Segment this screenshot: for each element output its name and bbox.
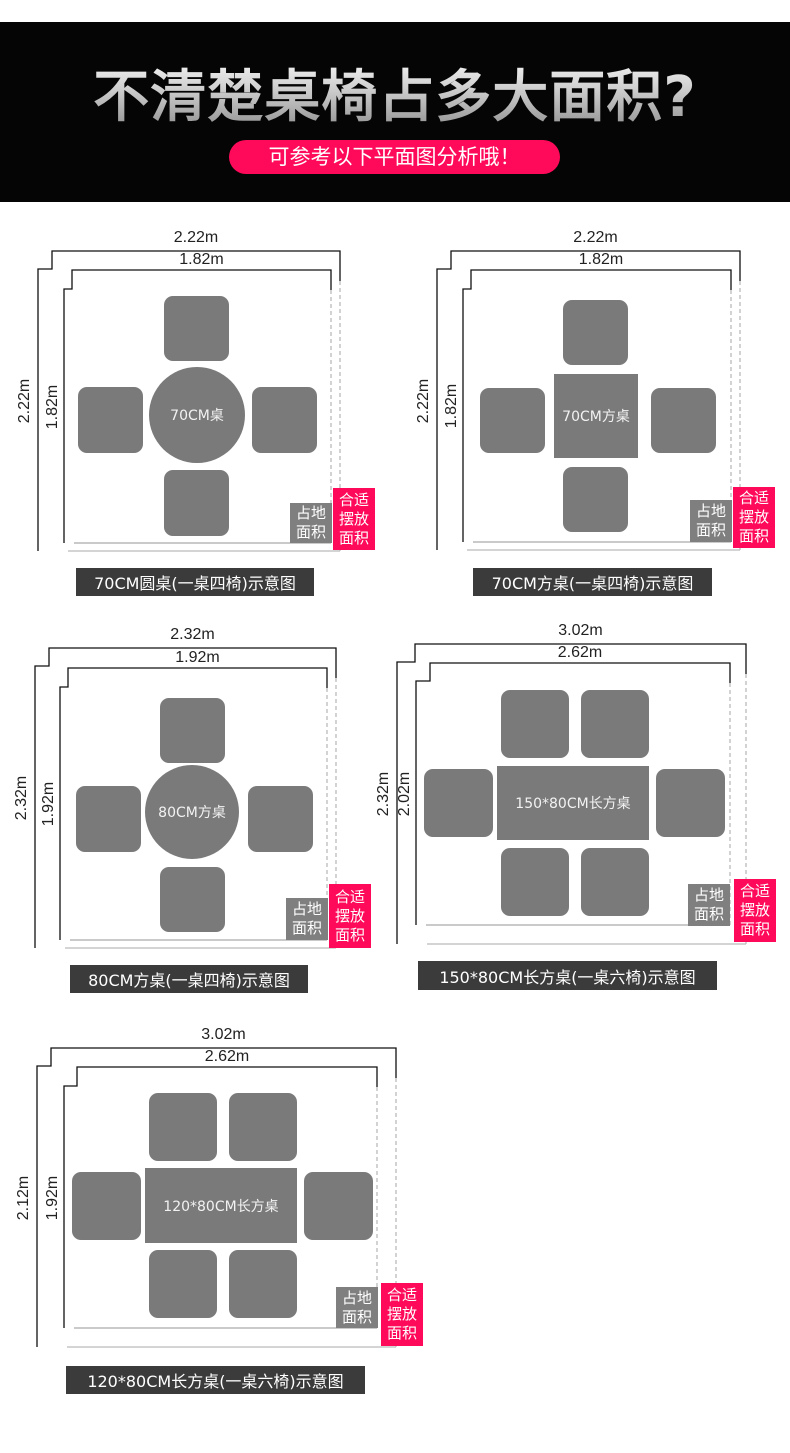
suitable-area-tag: 合适 摆放 面积 — [333, 488, 375, 550]
chair — [252, 387, 317, 453]
inner-width-label: 1.82m — [578, 251, 624, 268]
chair — [563, 300, 628, 365]
outer-height-label: 2.12m — [15, 1175, 32, 1220]
outer-width-label: 3.02m — [558, 622, 603, 639]
footprint-area-tag: 占地 面积 — [290, 503, 332, 543]
suitable-area-tag: 合适 摆放 面积 — [329, 884, 371, 948]
chair — [149, 1250, 217, 1318]
dining-table: 80CM方桌 — [145, 765, 239, 859]
chair — [78, 387, 143, 453]
chair — [563, 467, 628, 532]
diagram-caption: 70CM方桌(一桌四椅)示意图 — [473, 568, 712, 596]
chair — [160, 698, 225, 763]
outer-height-label: 2.22m — [415, 378, 432, 423]
outer-width-label: 2.32m — [170, 626, 215, 643]
suitable-area-tag: 合适 摆放 面积 — [734, 879, 776, 942]
chair — [656, 769, 725, 837]
chair — [480, 388, 545, 453]
inner-boundary-line — [59, 667, 328, 940]
inner-boundary-line — [63, 269, 332, 543]
chair — [164, 296, 229, 361]
outer-width-label: 2.22m — [173, 229, 219, 246]
footprint-area-tag: 占地 面积 — [690, 500, 732, 542]
chair — [164, 470, 229, 536]
outer-height-label: 2.32m — [13, 775, 30, 821]
suitable-area-tag: 合适 摆放 面积 — [381, 1283, 423, 1346]
outer-boundary-line — [37, 250, 341, 551]
outer-height-label: 2.22m — [16, 378, 33, 424]
outer-boundary-line — [34, 647, 337, 948]
outer-boundary-line — [36, 1047, 397, 1347]
chair — [229, 1093, 297, 1161]
subtitle-badge: 可参考以下平面图分析哦！ — [229, 140, 560, 174]
inner-height-label: 1.92m — [40, 781, 57, 827]
diagram-caption: 70CM圆桌(一桌四椅)示意图 — [76, 568, 314, 596]
chair — [581, 848, 649, 916]
diagram-caption: 120*80CM长方桌(一桌六椅)示意图 — [66, 1366, 365, 1394]
chair — [160, 867, 225, 932]
inner-boundary-line — [462, 269, 732, 542]
chair — [229, 1250, 297, 1318]
chair — [581, 690, 649, 758]
outer-boundary-line — [436, 250, 741, 550]
dining-table: 150*80CM长方桌 — [497, 766, 649, 840]
inner-boundary-line — [415, 662, 731, 925]
chair — [501, 848, 569, 916]
inner-width-label: 1.82m — [179, 251, 224, 268]
footprint-area-tag: 占地 面积 — [336, 1287, 378, 1328]
chair — [501, 690, 569, 758]
chair — [149, 1093, 217, 1161]
inner-width-label: 2.62m — [557, 644, 603, 661]
inner-boundary-line — [63, 1066, 378, 1328]
inner-height-label: 2.02m — [396, 771, 413, 817]
diagram-caption: 150*80CM长方桌(一桌六椅)示意图 — [418, 961, 717, 990]
chair — [248, 786, 313, 852]
outer-width-label: 3.02m — [201, 1026, 246, 1043]
inner-width-label: 2.62m — [204, 1048, 250, 1065]
chair — [304, 1172, 373, 1240]
footprint-area-tag: 占地 面积 — [286, 898, 328, 940]
outer-boundary-line — [396, 643, 747, 944]
chair — [424, 769, 493, 837]
dining-table: 70CM方桌 — [554, 374, 638, 458]
inner-height-label: 1.82m — [44, 384, 61, 429]
dining-table: 70CM桌 — [149, 367, 245, 463]
inner-width-label: 1.92m — [175, 649, 220, 666]
outer-height-label: 2.32m — [375, 771, 392, 817]
dining-table: 120*80CM长方桌 — [145, 1168, 297, 1243]
page-title: 不清楚桌椅占多大面积? — [0, 52, 790, 133]
footprint-area-tag: 占地 面积 — [688, 884, 730, 926]
suitable-area-tag: 合适 摆放 面积 — [733, 487, 775, 548]
diagram-caption: 80CM方桌(一桌四椅)示意图 — [70, 965, 308, 993]
chair — [651, 388, 716, 453]
outer-width-label: 2.22m — [573, 229, 618, 246]
chair — [76, 786, 141, 852]
chair — [72, 1172, 141, 1240]
inner-height-label: 1.92m — [44, 1175, 61, 1220]
inner-height-label: 1.82m — [443, 383, 460, 429]
